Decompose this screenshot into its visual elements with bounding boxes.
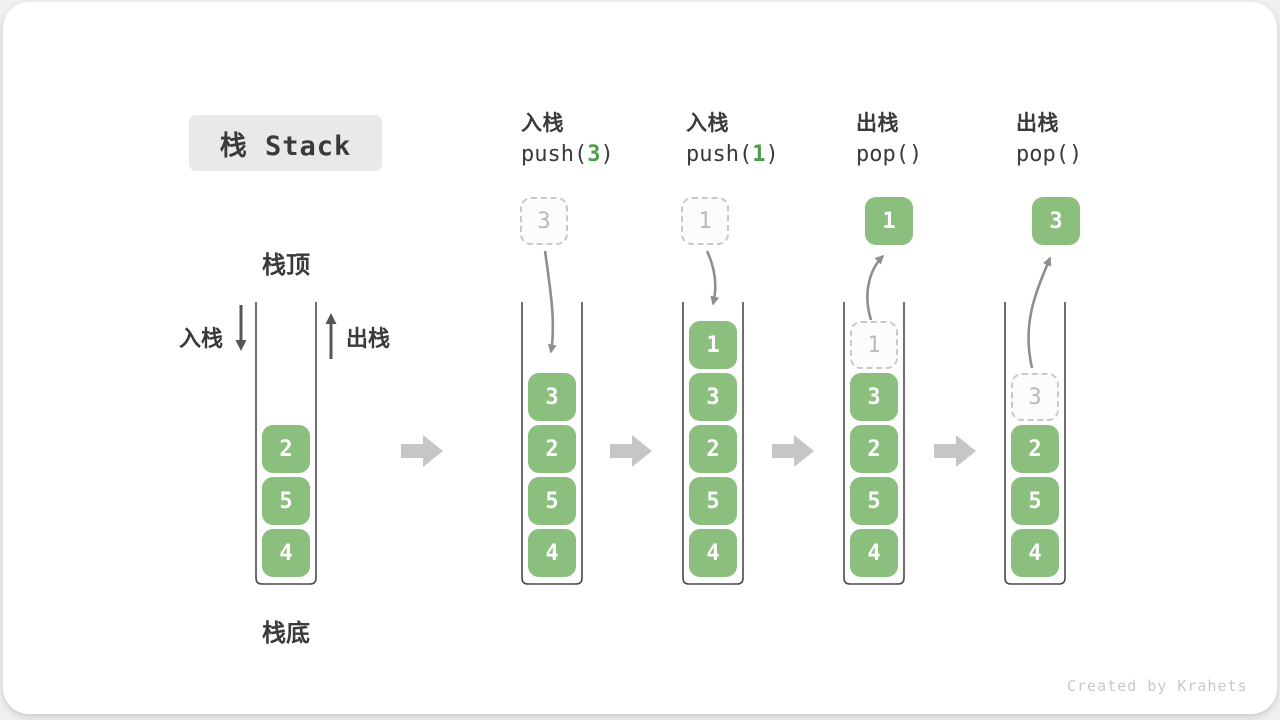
- diagram-shapes-canvas: [235, 250, 1066, 585]
- incoming-value-box: 3: [520, 197, 568, 245]
- stack-element: 5: [850, 477, 898, 525]
- operation-argument: 3: [587, 142, 601, 167]
- pop-motion-arrow-step5: [1027, 256, 1052, 369]
- popped-value-box: 3: [1032, 197, 1080, 245]
- push-direction-label: 入栈: [179, 327, 224, 352]
- stack-element: 4: [689, 529, 737, 577]
- operation-label-step4: 出栈: [856, 111, 899, 135]
- stack-element: 3: [528, 373, 576, 421]
- stack-element: 2: [528, 425, 576, 473]
- stack-element: 4: [850, 529, 898, 577]
- push-motion-arrow-step2: [543, 250, 557, 354]
- operation-label-step3: 入栈: [686, 111, 729, 135]
- operation-label-step5: 出栈: [1016, 111, 1059, 135]
- operation-label-step2: 入栈: [521, 111, 564, 135]
- stack-element-ghost: 1: [850, 321, 898, 369]
- next-step-arrow-icon: [772, 435, 814, 467]
- stack-element: 4: [262, 529, 310, 577]
- operation-argument: 1: [752, 142, 766, 167]
- stack-element-ghost: 3: [1011, 373, 1059, 421]
- stack-element: 4: [1011, 529, 1059, 577]
- stack-element: 2: [262, 425, 310, 473]
- pop-motion-arrow-step4: [866, 254, 885, 321]
- stack-element: 5: [689, 477, 737, 525]
- stack-element: 2: [689, 425, 737, 473]
- stack-bottom-label: 栈底: [262, 619, 310, 647]
- operation-code-step5: pop(): [1016, 142, 1083, 167]
- stack-element: 2: [850, 425, 898, 473]
- operation-code-step3: push(1): [686, 142, 779, 167]
- operation-code-step4: pop(): [856, 142, 923, 167]
- stack-element: 3: [850, 373, 898, 421]
- next-step-arrow-icon: [934, 435, 976, 467]
- stack-top-label: 栈顶: [262, 251, 310, 279]
- pop-direction-label: 出栈: [346, 327, 391, 352]
- diagram-title-box: 栈 Stack: [189, 115, 382, 171]
- incoming-value-box: 1: [681, 197, 729, 245]
- watermark: Created by Krahets: [1067, 677, 1248, 695]
- stack-element: 1: [689, 321, 737, 369]
- popped-value-box: 1: [865, 197, 913, 245]
- operation-code-step2: push(3): [521, 142, 614, 167]
- stack-element: 4: [528, 529, 576, 577]
- stack-element: 5: [528, 477, 576, 525]
- next-step-arrow-icon: [401, 435, 443, 467]
- stack-element: 5: [1011, 477, 1059, 525]
- diagram-title-text: 栈 Stack: [219, 130, 352, 162]
- stack-element: 3: [689, 373, 737, 421]
- push-motion-arrow-step3: [705, 250, 720, 306]
- stack-element: 5: [262, 477, 310, 525]
- next-step-arrow-icon: [610, 435, 652, 467]
- stack-element: 2: [1011, 425, 1059, 473]
